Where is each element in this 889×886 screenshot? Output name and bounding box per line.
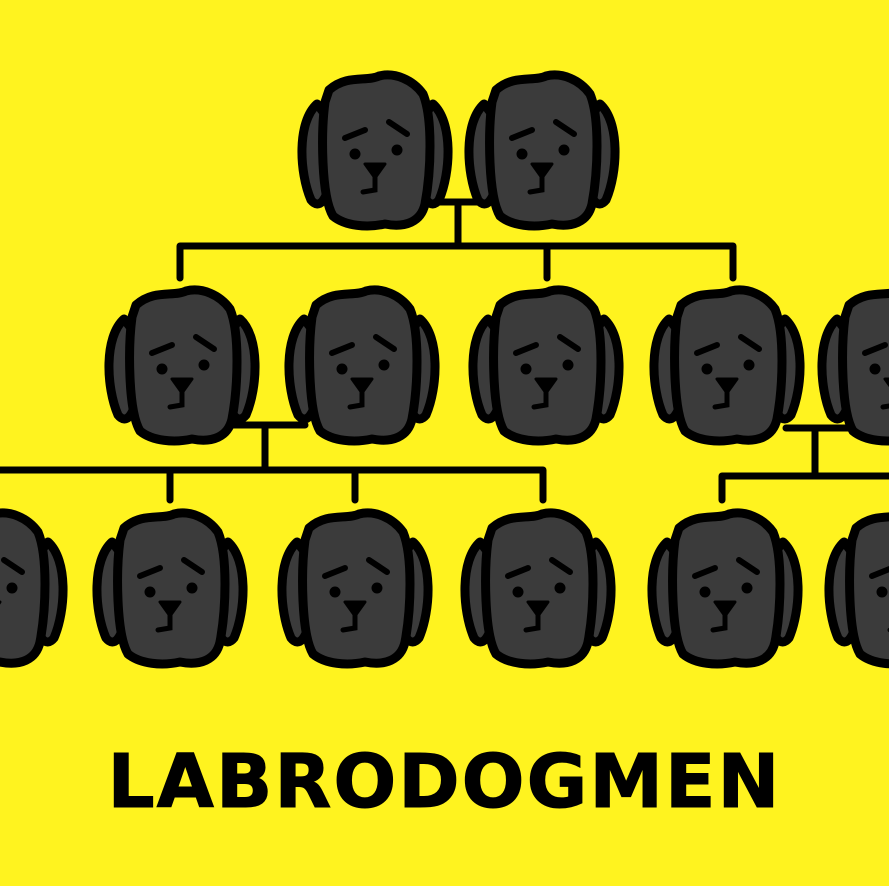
caption-title: LABRODOGMEN — [107, 739, 782, 825]
worried-labrador-head-icon — [109, 290, 255, 441]
worried-labrador-head-icon — [473, 290, 619, 441]
worried-labrador-head-icon — [654, 290, 800, 441]
worried-labrador-head-icon — [465, 513, 611, 664]
worried-labrador-head-icon — [469, 75, 615, 226]
generation-children — [109, 290, 889, 441]
grandchildren-rail-right — [718, 472, 889, 504]
children-link — [226, 421, 309, 474]
worried-labrador-head-icon — [282, 513, 428, 664]
tree-connectors — [0, 198, 889, 504]
worried-labrador-head-icon — [652, 513, 798, 664]
worried-labrador-head-icon — [97, 513, 243, 664]
children-rail — [176, 242, 737, 282]
worried-labrador-head-icon — [302, 75, 448, 226]
worried-labrador-head-icon — [289, 290, 435, 441]
grandchildren-rail-left — [0, 466, 547, 504]
